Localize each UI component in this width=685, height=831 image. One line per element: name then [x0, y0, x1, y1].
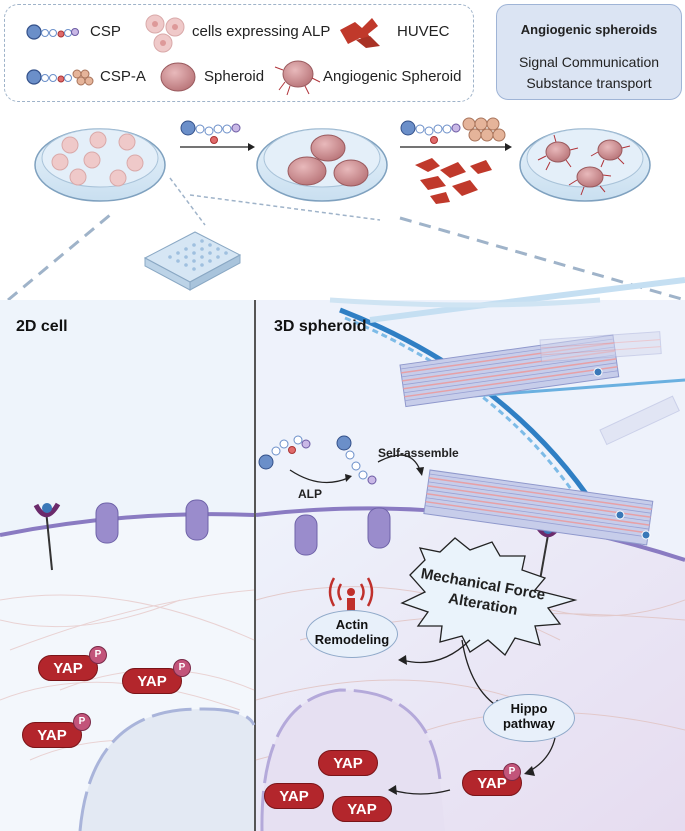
well-plate-icon	[143, 231, 242, 291]
panel-title-2d: 2D cell	[16, 318, 68, 335]
legend-angiogenic-spheroid-label: Angiogenic Spheroid	[323, 68, 462, 85]
actin-remodeling-oval: Actin Remodeling	[306, 610, 398, 658]
callout-title: Angiogenic spheroids	[520, 22, 658, 37]
yap-badge-nuclear: YAP	[264, 783, 324, 809]
legend-alp-cells-label: cells expressing ALP	[192, 23, 331, 40]
legend-angiogenic-spheroid-icon	[274, 60, 321, 96]
fiber-bundle-faint	[539, 331, 680, 446]
arrow-1	[180, 120, 255, 151]
phospho-badge: P	[73, 713, 91, 731]
yap-badge-nuclear: YAP	[332, 796, 392, 822]
phospho-badge: P	[503, 763, 521, 781]
arrow-2	[400, 117, 512, 204]
legend-spheroid-icon	[160, 62, 196, 92]
fiber-bundle-lower	[423, 469, 654, 546]
csp-molecule-after	[336, 435, 377, 485]
hippo-label-line2: pathway	[502, 716, 555, 731]
legend-box	[4, 4, 474, 102]
legend-csp-a-label: CSP-A	[100, 68, 146, 85]
phospho-badge: P	[89, 646, 107, 664]
yap-badge: YAP	[38, 655, 98, 681]
angiogenic-callout	[496, 4, 682, 100]
legend-huvec-label: HUVEC	[397, 23, 450, 40]
hippo-pathway-oval: Hippo pathway	[483, 694, 575, 742]
legend-csp-a-icon	[26, 69, 94, 86]
alp-label: ALP	[298, 487, 322, 501]
hippo-label-line1: Hippo	[510, 701, 548, 716]
callout-line1: Signal Communication	[518, 54, 660, 70]
left-receptor-icon	[33, 502, 61, 571]
signal-antenna-icon	[328, 577, 374, 618]
phospho-badge: P	[173, 659, 191, 677]
left-channel-proteins	[95, 499, 209, 544]
actin-label-line1: Actin	[335, 617, 369, 632]
dish-3	[519, 128, 651, 202]
dish-2	[256, 128, 388, 202]
actin-label-line2: Remodeling	[314, 632, 390, 647]
yap-badge: YAP	[22, 722, 82, 748]
legend-csp-label: CSP	[90, 23, 121, 40]
callout-line2: Substance transport	[526, 75, 652, 91]
legend-alp-cells-icon	[145, 14, 185, 53]
yap-badge: YAP	[122, 668, 182, 694]
legend-huvec-icon	[340, 18, 380, 48]
yap-badge-nuclear: YAP	[318, 750, 378, 776]
legend-spheroid-label: Spheroid	[204, 68, 265, 85]
self-assemble-label: Self-assemble	[378, 446, 459, 460]
legend-csp-icon	[26, 24, 79, 40]
csp-molecule-before	[258, 435, 311, 470]
dish-1	[34, 128, 166, 202]
panel-title-3d: 3D spheroid	[274, 318, 367, 335]
right-channel-proteins	[294, 507, 391, 556]
mechanical-force-burst	[400, 537, 578, 657]
